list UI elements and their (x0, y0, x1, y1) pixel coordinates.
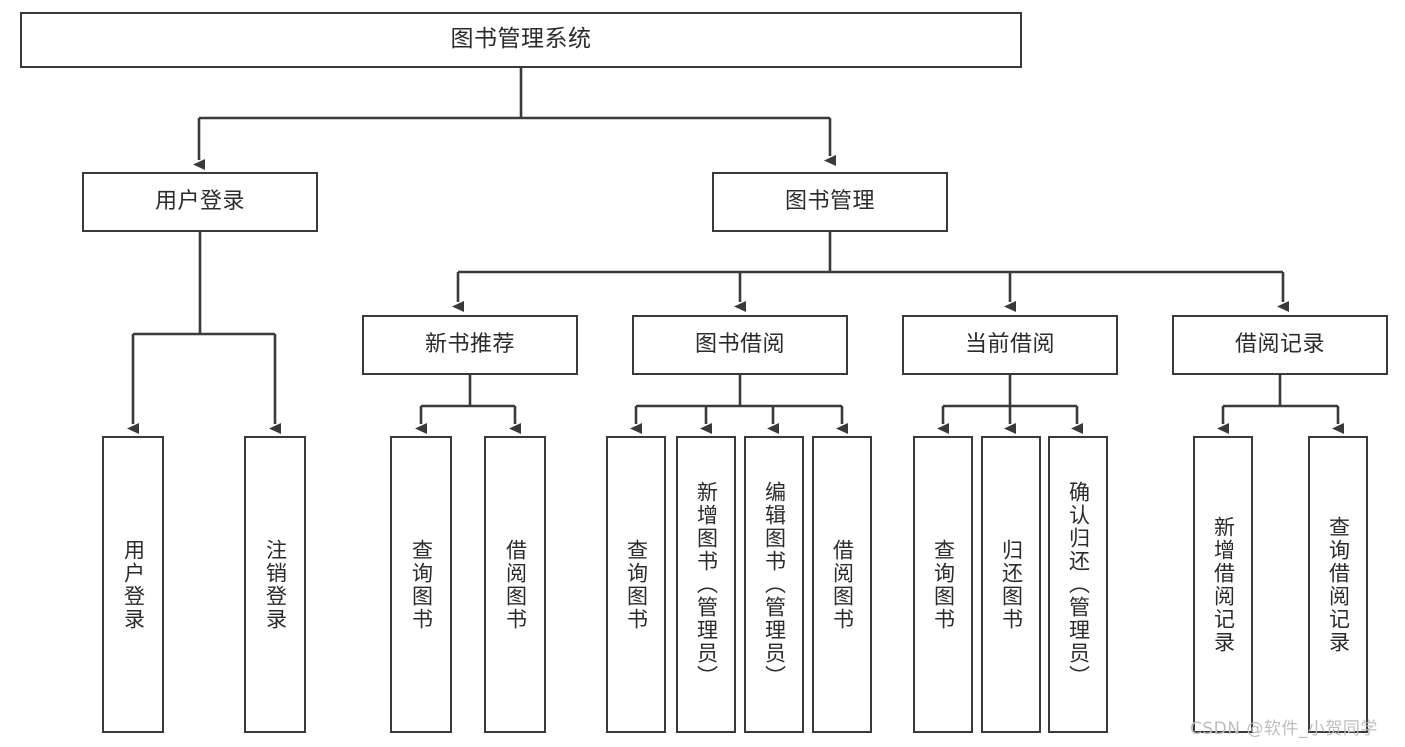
node-user-login[interactable]: 用户登录 (82, 172, 318, 232)
node-label: 当前借阅 (964, 331, 1055, 357)
node-label: 借阅记录 (1234, 331, 1325, 357)
node-label: 借阅图书 (503, 538, 528, 631)
node-label: 查询图书 (624, 538, 649, 631)
leaf-add-book[interactable]: 新增图书（管理员） (676, 436, 736, 733)
leaf-logout-login[interactable]: 注销登录 (244, 436, 306, 733)
node-label: 编辑图书（管理员） (762, 481, 787, 688)
node-borrow-record[interactable]: 借阅记录 (1172, 315, 1388, 375)
leaf-query-book-current[interactable]: 查询图书 (913, 436, 973, 733)
node-root-system[interactable]: 图书管理系统 (20, 12, 1022, 68)
leaf-query-borrow-record[interactable]: 查询借阅记录 (1308, 436, 1368, 733)
node-label: 图书管理 (784, 188, 875, 214)
node-label: 借阅图书 (830, 538, 855, 631)
leaf-query-book-recommend[interactable]: 查询图书 (390, 436, 452, 733)
node-label: 图书管理系统 (450, 26, 592, 53)
watermark-text: CSDN @软件_小贺同学 (1190, 719, 1378, 739)
node-book-manage[interactable]: 图书管理 (712, 172, 948, 232)
node-label: 查询图书 (931, 538, 956, 631)
node-label: 新增借阅记录 (1211, 515, 1236, 654)
node-label: 用户登录 (121, 538, 146, 631)
node-label: 新增图书（管理员） (694, 481, 719, 688)
node-label: 图书借阅 (694, 331, 785, 357)
leaf-add-borrow-record[interactable]: 新增借阅记录 (1193, 436, 1253, 733)
node-label: 归还图书 (999, 538, 1024, 631)
node-current-borrow[interactable]: 当前借阅 (902, 315, 1118, 375)
leaf-return-book[interactable]: 归还图书 (981, 436, 1041, 733)
leaf-edit-book[interactable]: 编辑图书（管理员） (744, 436, 804, 733)
node-label: 用户登录 (154, 188, 245, 214)
leaf-borrow-book-recommend[interactable]: 借阅图书 (484, 436, 546, 733)
node-label: 注销登录 (263, 538, 288, 631)
node-label: 查询图书 (409, 538, 434, 631)
node-label: 查询借阅记录 (1326, 515, 1351, 654)
leaf-confirm-return[interactable]: 确认归还（管理员） (1048, 436, 1108, 733)
node-new-book-recommend[interactable]: 新书推荐 (362, 315, 578, 375)
leaf-user-login[interactable]: 用户登录 (102, 436, 164, 733)
csdn-watermark: CSDN @软件_小贺同学 (1190, 714, 1378, 739)
leaf-query-book-borrow[interactable]: 查询图书 (606, 436, 666, 733)
node-label: 确认归还（管理员） (1066, 481, 1091, 688)
node-book-borrow[interactable]: 图书借阅 (632, 315, 848, 375)
node-label: 新书推荐 (424, 331, 515, 357)
leaf-borrow-book[interactable]: 借阅图书 (812, 436, 872, 733)
